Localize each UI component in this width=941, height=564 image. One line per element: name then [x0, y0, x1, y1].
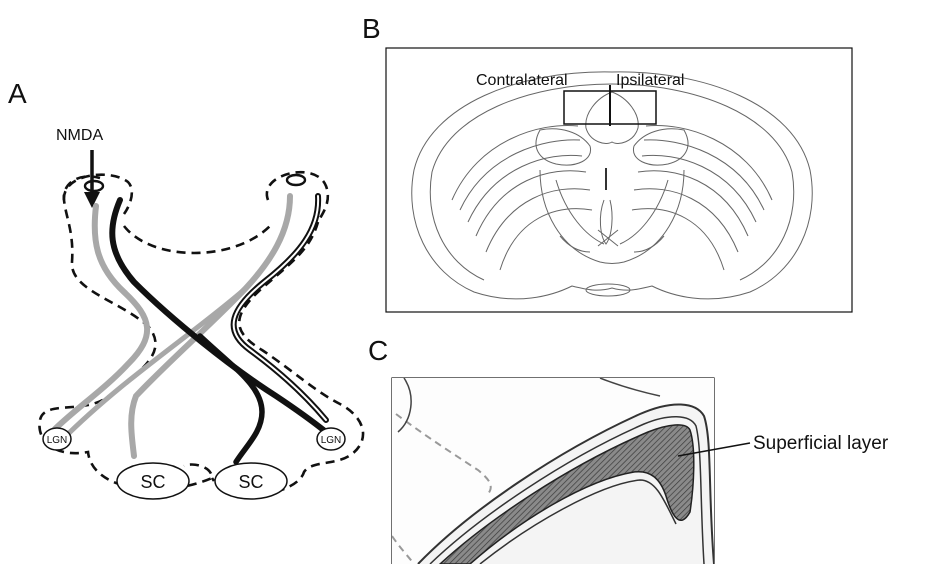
lgn-left-label: LGN	[47, 435, 68, 446]
ipsilateral-label: Ipsilateral	[616, 72, 684, 89]
panel-a-letter: A	[8, 78, 27, 109]
sc-left-label: SC	[140, 472, 165, 492]
nmda-injection-arrow	[84, 150, 100, 208]
panel-c-letter: C	[368, 335, 388, 366]
contralateral-label: Contralateral	[476, 72, 568, 89]
commissure-dashed-outline	[124, 226, 270, 253]
lgn-right-label: LGN	[321, 435, 342, 446]
gray-cross-tract-2	[62, 288, 246, 440]
sc-magnified-section	[392, 378, 714, 564]
superficial-layer-label: Superficial layer	[753, 433, 889, 454]
panel-b-letter: B	[362, 13, 381, 44]
sc-right-label: SC	[238, 472, 263, 492]
panel-b: B	[362, 13, 852, 312]
panel-a: A NMDA LGN LGN SC	[8, 78, 363, 499]
nmda-label: NMDA	[56, 127, 103, 144]
panel-c: C Superficial layer	[368, 335, 889, 564]
left-eye-injection-site	[85, 181, 103, 191]
right-eye	[287, 175, 305, 185]
gray-cross-tract	[131, 196, 290, 456]
